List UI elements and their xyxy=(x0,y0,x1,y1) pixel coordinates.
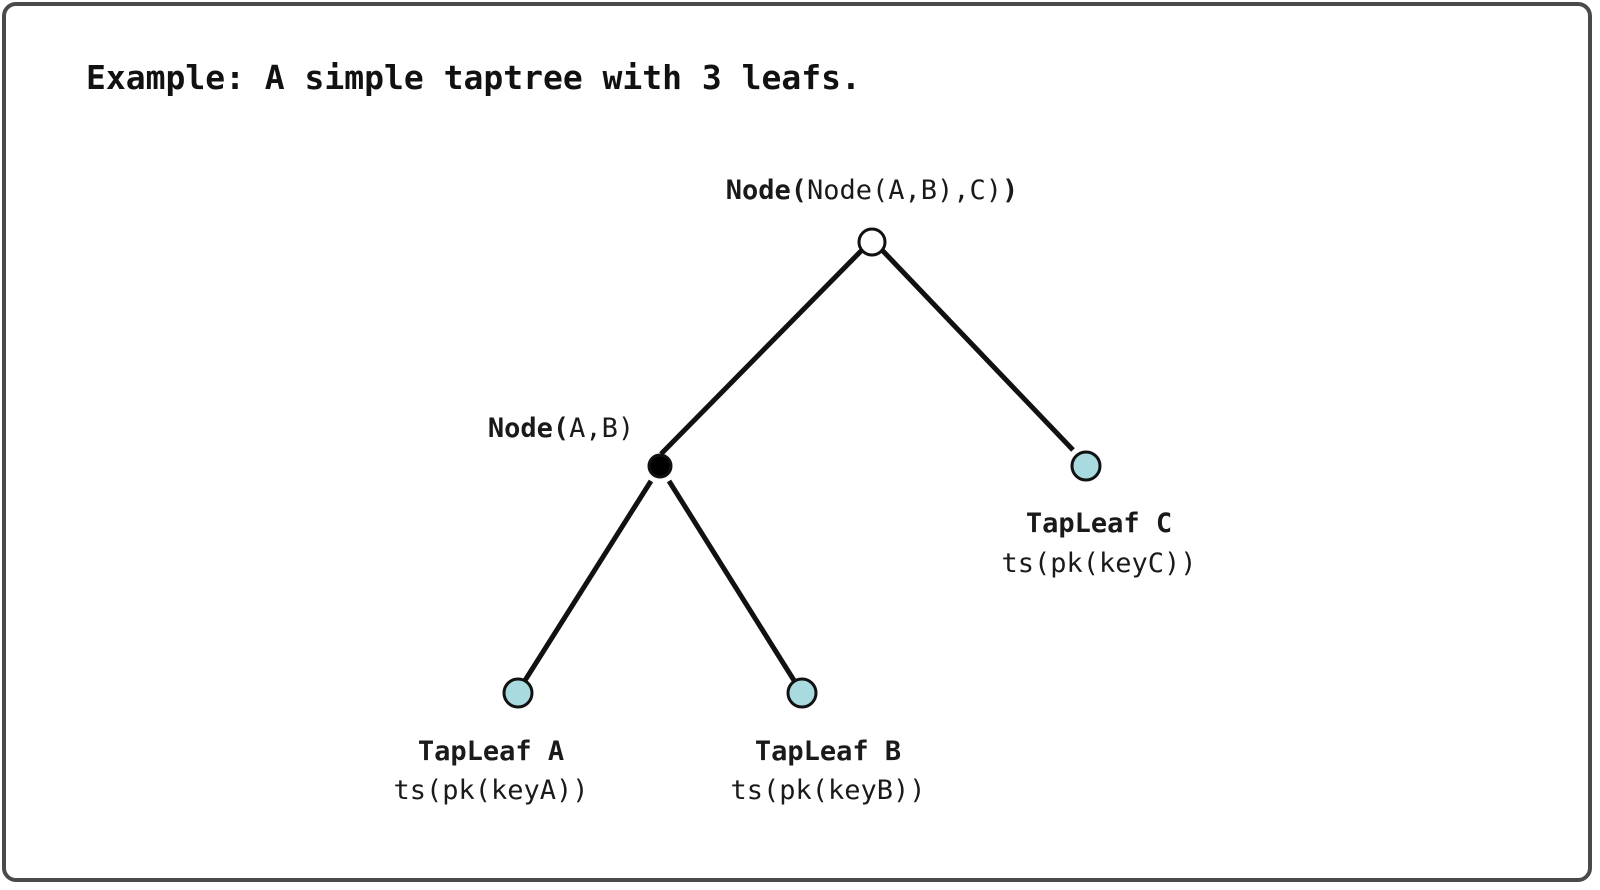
edge-root-inner xyxy=(659,248,864,456)
edge-root-leaf-c xyxy=(880,248,1075,452)
leaf-node-c xyxy=(1070,450,1102,482)
leaf-c-name: TapLeaf C xyxy=(1026,508,1172,539)
diagram-title: Example: A simple taptree with 3 leafs. xyxy=(86,58,861,97)
leaf-b-name: TapLeaf B xyxy=(755,736,901,767)
edge-inner-leaf-a xyxy=(521,479,654,684)
root-node xyxy=(857,227,887,257)
leaf-a-name: TapLeaf A xyxy=(418,736,564,767)
inner-node xyxy=(647,453,673,479)
inner-node-label: Node(A,B) xyxy=(488,413,634,444)
leaf-node-b xyxy=(786,677,818,709)
leaf-c-script: ts(pk(keyC)) xyxy=(1001,548,1196,579)
edge-inner-leaf-b xyxy=(666,479,798,684)
leaf-b-script: ts(pk(keyB)) xyxy=(730,775,925,806)
leaf-node-a xyxy=(502,677,534,709)
root-node-label: Node(Node(A,B),C)) xyxy=(726,175,1019,206)
leaf-a-script: ts(pk(keyA)) xyxy=(393,775,588,806)
